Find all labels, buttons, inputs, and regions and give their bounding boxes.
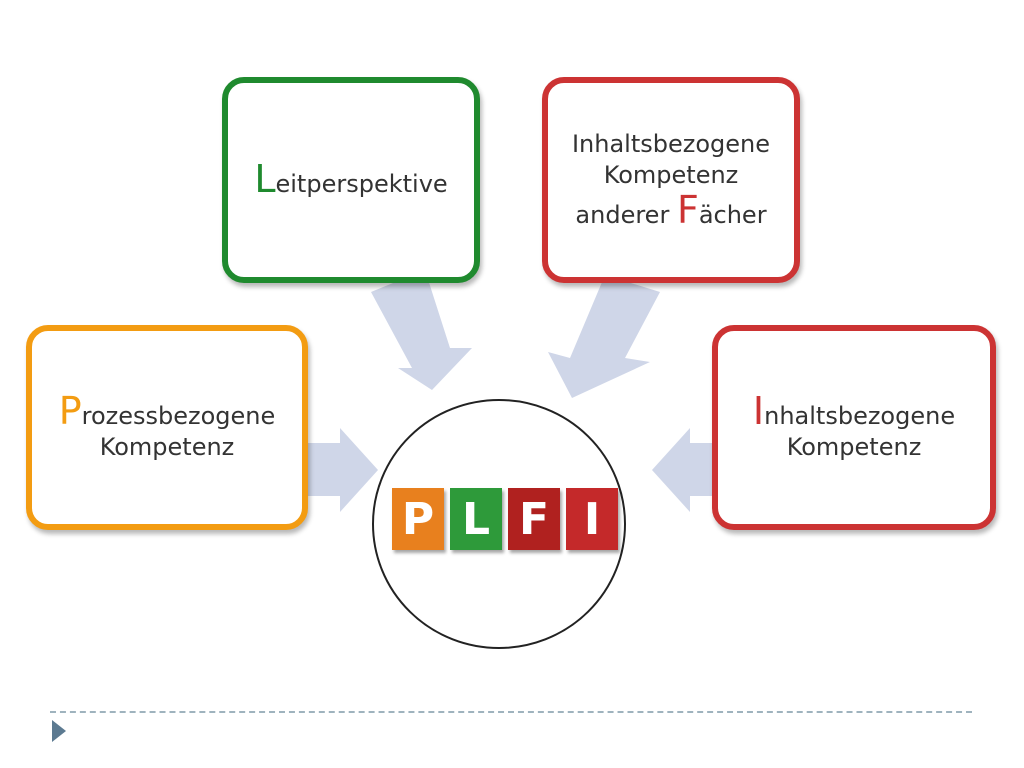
- arrow-from-prozess: [308, 428, 378, 512]
- arrow-from-inhalt-faecher: [548, 275, 660, 398]
- ifa-label-line1: Inhaltsbezogene: [571, 130, 771, 159]
- inhalt-initial: I: [752, 389, 765, 434]
- logo-tile-l: L: [450, 488, 502, 550]
- inhaltsbezogene-kompetenz-anderer-faecher-box: Inhaltsbezogene Kompetenz anderer Fächer: [542, 77, 800, 283]
- triangle-bullet-icon: [52, 720, 66, 742]
- inhalt-label-line2: Kompetenz: [786, 433, 922, 461]
- arrow-from-leitperspektive: [371, 270, 472, 390]
- prozess-label-rest: rozessbezogene: [81, 402, 276, 431]
- inhaltsbezogene-kompetenz-box: Inhaltsbezogene Kompetenz: [712, 325, 996, 530]
- logo-tile-f: F: [508, 488, 560, 550]
- leitperspektive-box: Leitperspektive: [222, 77, 480, 283]
- prozessbezogene-kompetenz-box: Prozessbezogene Kompetenz: [26, 325, 308, 530]
- prozess-label-line2: Kompetenz: [99, 433, 235, 461]
- plfi-logo: P L F I: [392, 488, 618, 550]
- ifa-label-prefix: anderer: [575, 200, 677, 229]
- logo-tile-p: P: [392, 488, 444, 550]
- leit-label-rest: eitperspektive: [275, 170, 448, 199]
- arrow-from-inhalt: [652, 428, 712, 512]
- logo-tile-i: I: [566, 488, 618, 550]
- leit-initial: L: [254, 157, 276, 202]
- ifa-label-line2: Kompetenz: [603, 161, 739, 190]
- prozess-initial: P: [58, 389, 82, 434]
- ifa-label-rest: ächer: [698, 200, 767, 229]
- footer-divider: [50, 711, 972, 713]
- ifa-initial: F: [676, 187, 699, 232]
- inhalt-label-rest: nhaltsbezogene: [764, 402, 956, 431]
